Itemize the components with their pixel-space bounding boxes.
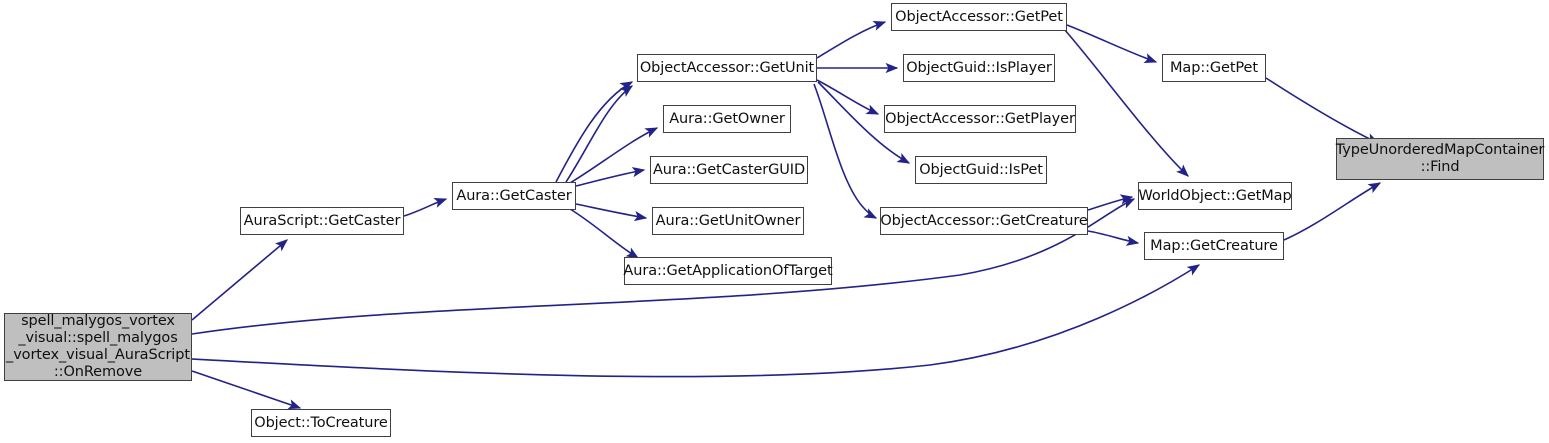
- graph-node-objectaccessor_getcreature[interactable]: ObjectAccessor::GetCreature: [880, 207, 1088, 235]
- graph-edge-aura_getcaster-to-aura_getowner: [569, 127, 659, 184]
- graph-node-aura_getapplicationoftarget[interactable]: Aura::GetApplicationOfTarget: [623, 257, 833, 285]
- graph-node-objectguid_isplayer[interactable]: ObjectGuid::IsPlayer: [903, 54, 1055, 82]
- graph-edge-objectaccessor_getunit-to-objectaccessor_getcreature: [813, 83, 878, 219]
- graph-edge-objectaccessor_getunit-to-objectaccessor_getpet: [816, 20, 887, 59]
- graph-edge-map_getcreature-to-typeunorderedmapcontainer_find: [1283, 182, 1382, 241]
- graph-edge-aurascript_getcaster-to-aura_getcaster: [403, 198, 448, 217]
- graph-node-objectguid_ispet[interactable]: ObjectGuid::IsPet: [915, 156, 1047, 184]
- graph-node-aura_getcaster[interactable]: Aura::GetCaster: [452, 182, 576, 210]
- graph-edge-aura_getcaster-to-aura_getapplicationoftarget: [569, 208, 640, 259]
- graph-edge-objectaccessor_getunit-to-objectaccessor_getplayer: [816, 79, 880, 115]
- graph-edge-aura_getcaster-to-objectaccessor_getunit: [565, 85, 634, 183]
- graph-node-object_tocreature[interactable]: Object::ToCreature: [251, 409, 391, 437]
- graph-node-map_getcreature[interactable]: Map::GetCreature: [1144, 232, 1284, 260]
- graph-edge-root-to-object_tocreature: [191, 370, 302, 410]
- graph-node-aura_getowner[interactable]: Aura::GetOwner: [663, 105, 791, 133]
- graph-node-map_getpet[interactable]: Map::GetPet: [1162, 54, 1266, 82]
- graph-edge-map_getpet-to-typeunorderedmapcontainer_find: [1265, 77, 1380, 144]
- graph-node-objectaccessor_getpet[interactable]: ObjectAccessor::GetPet: [891, 3, 1067, 31]
- graph-edge-root-to-aurascript_getcaster: [191, 239, 288, 321]
- graph-edge-objectaccessor_getunit-to-objectguid_ispet: [817, 81, 911, 164]
- graph-edge-objectaccessor_getpet-to-map_getpet: [1066, 24, 1158, 63]
- graph-node-worldobject_getmap[interactable]: WorldObject::GetMap: [1138, 182, 1292, 210]
- graph-node-aura_getunitowner[interactable]: Aura::GetUnitOwner: [652, 207, 804, 235]
- graph-node-root[interactable]: spell_malygos_vortex _visual::spell_maly…: [4, 313, 192, 381]
- graph-node-objectaccessor_getplayer[interactable]: ObjectAccessor::GetPlayer: [884, 105, 1076, 133]
- graph-edge-aura_getcaster-to-aura_getcasterguid: [575, 167, 646, 187]
- graph-edge-root-to-map_getcreature: [191, 264, 1201, 378]
- graph-edge-objectaccessor_getpet-to-worldobject_getmap: [1063, 28, 1189, 177]
- graph-node-objectaccessor_getunit[interactable]: ObjectAccessor::GetUnit: [637, 54, 817, 82]
- graph-edge-aura_getcaster-to-aura_getunitowner: [575, 203, 648, 222]
- graph-node-aura_getcasterguid[interactable]: Aura::GetCasterGUID: [650, 156, 808, 184]
- graph-edge-objectaccessor_getcreature-to-map_getcreature: [1087, 230, 1140, 246]
- graph-node-aurascript_getcaster[interactable]: AuraScript::GetCaster: [240, 207, 404, 235]
- graph-edge-objectaccessor_getcreature-to-worldobject_getmap: [1087, 194, 1134, 211]
- graph-node-typeunorderedmapcontainer_find[interactable]: TypeUnorderedMapContainer ::Find: [1336, 138, 1544, 180]
